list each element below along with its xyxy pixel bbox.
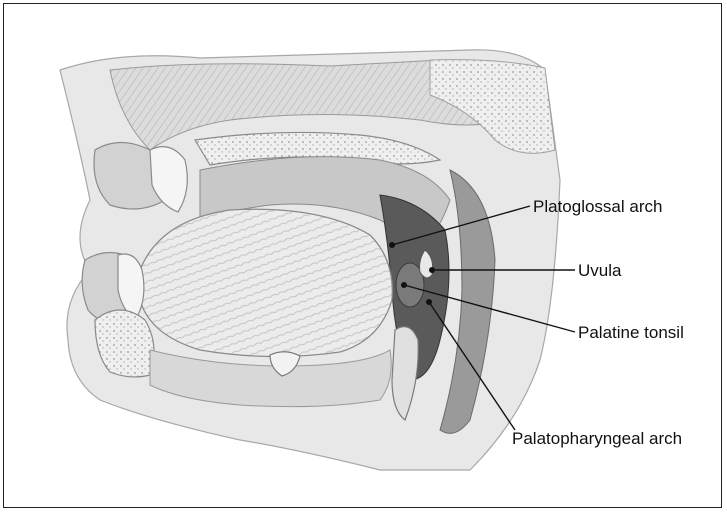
label-platoglossal-arch: Platoglossal arch <box>533 197 662 216</box>
label-uvula: Uvula <box>578 261 622 280</box>
label-palatopharyngeal-arch: Palatopharyngeal arch <box>512 429 682 448</box>
label-palatine-tonsil: Palatine tonsil <box>578 323 684 342</box>
tongue <box>140 209 392 356</box>
